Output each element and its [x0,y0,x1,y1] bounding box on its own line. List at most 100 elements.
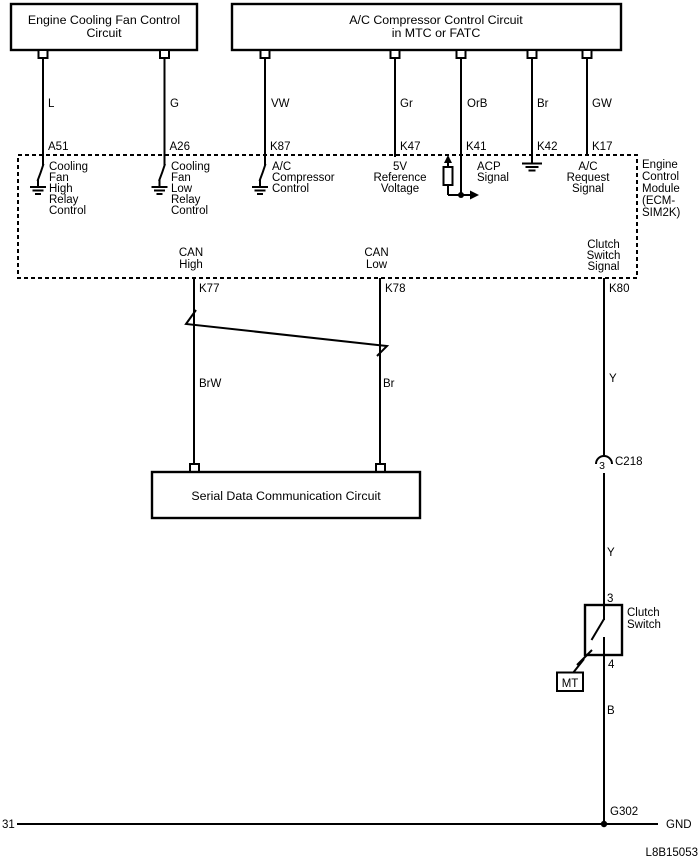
ground-right-terminal: GND [666,819,692,831]
ac-compressor-box-title-line2: in MTC or FATC [392,26,481,40]
pin-A51: A51 [48,141,68,153]
svg-text:Cooling: Cooling [49,161,88,173]
document-reference: L8B15053 [646,847,698,859]
ecm-signal-can-high: CAN High [179,247,203,271]
mechanical-link-icon [568,649,593,679]
svg-text:Signal: Signal [477,172,509,184]
serial-data-box [150,470,422,520]
svg-text:Control: Control [49,205,86,217]
can-wires [184,278,390,464]
ecm-signal-acp: ACP Signal [477,161,509,184]
svg-text:Switch: Switch [587,250,621,262]
pin-A26: A26 [170,141,190,153]
svg-text:High: High [179,259,203,271]
pin-K80: K80 [609,283,629,295]
svg-text:SIM2K): SIM2K) [642,207,681,219]
wire-color-BrW: BrW [199,378,222,390]
svg-text:Relay: Relay [171,194,201,206]
pin-K87: K87 [270,141,290,153]
k42-ground-icon [522,155,542,172]
ecm-signal-clutch-switch: Clutch Switch Signal [587,239,621,273]
cooling-fan-box-title-line1: Engine Cooling Fan Control [28,13,180,27]
ecm-signal-ac-compressor-control: A/C Compressor Control [272,161,335,195]
fan-low-driver-ground-icon [150,163,169,195]
mt-tag-box [556,671,584,692]
cooling-fan-circuit-box [9,2,199,52]
svg-text:Relay: Relay [49,194,79,206]
svg-text:5V: 5V [393,161,407,173]
svg-text:ACP: ACP [477,161,501,173]
pin-K78: K78 [385,283,405,295]
c218-label: C218 [615,456,643,468]
ecm-signal-fan-high: Cooling Fan High Relay Control [49,161,88,217]
twisted-pair-icon [184,309,390,357]
svg-text:Signal: Signal [588,261,620,273]
pin-K47: K47 [400,141,420,153]
svg-text:Fan: Fan [171,172,191,184]
pin-K41: K41 [466,141,486,153]
clutch-switch-contact-icon [590,605,605,655]
ecm-signal-can-low: CAN Low [364,247,388,271]
cooling-fan-box-title-line2: Circuit [86,26,122,40]
svg-text:Fan: Fan [49,172,69,184]
pin-K77: K77 [199,283,219,295]
pin-K42: K42 [537,141,557,153]
acp-pullup-resistor-icon [442,155,479,200]
ecm-module-outline [17,154,638,279]
svg-text:A/C: A/C [272,161,291,173]
svg-text:Engine: Engine [642,159,678,171]
harness-wires [42,58,588,195]
svg-text:Voltage: Voltage [381,183,419,195]
pin-K17: K17 [592,141,612,153]
wire-color-G: G [170,98,179,110]
ground-point-label: G302 [610,806,638,818]
ground-left-terminal: 31 [2,819,15,831]
svg-text:Control: Control [642,171,679,183]
c218-pin-number: 3 [599,460,605,472]
svg-text:Reference: Reference [373,172,426,184]
serial-data-box-title: Serial Data Communication Circuit [191,489,381,503]
ecm-signal-ac-request: A/C Request Signal [567,161,611,195]
svg-text:CAN: CAN [179,247,203,259]
svg-text:CAN: CAN [364,247,388,259]
ac-compressor-box-title-line1: A/C Compressor Control Circuit [349,13,523,27]
clutch-switch-name-line2: Switch [627,619,661,631]
wire-color-Br: Br [537,98,549,110]
svg-text:A/C: A/C [578,161,597,173]
svg-text:Low: Low [171,183,193,195]
fan-high-driver-ground-icon [29,163,47,195]
mt-tag-label: MT [562,678,579,690]
wire-color-GW: GW [592,98,612,110]
wire-color-Y2: Y [607,547,615,559]
svg-text:Cooling: Cooling [171,161,210,173]
svg-text:Control: Control [272,183,309,195]
wire-color-VW: VW [271,98,290,110]
svg-text:Low: Low [366,259,388,271]
clutch-pin-top: 3 [607,593,613,605]
svg-text:(ECM-: (ECM- [642,195,675,207]
c218-connector-icon [595,455,613,465]
svg-text:Signal: Signal [572,183,604,195]
svg-text:Clutch: Clutch [587,239,620,251]
wire-color-Gr: Gr [400,98,413,110]
ecm-name-label: Engine Control Module (ECM- SIM2K) [642,159,681,219]
svg-text:Compressor: Compressor [272,172,335,184]
wire-color-B: B [607,705,615,717]
ac-compressor-circuit-box [230,2,623,52]
wire-color-L: L [48,98,55,110]
wire-color-Br2: Br [383,378,395,390]
serial-box-pin-right [375,463,386,473]
wire-color-OrB: OrB [467,98,488,110]
svg-text:Module: Module [642,183,680,195]
serial-box-pin-left [189,463,200,473]
ecm-signal-5v-reference: 5V Reference Voltage [373,161,426,195]
clutch-switch-name-line1: Clutch [627,607,660,619]
ground-junction-dot [600,820,608,828]
wire-color-Y1: Y [609,373,617,385]
ecm-signal-fan-low: Cooling Fan Low Relay Control [171,161,210,217]
svg-text:High: High [49,183,73,195]
svg-text:Request: Request [567,172,611,184]
svg-text:Control: Control [171,205,208,217]
